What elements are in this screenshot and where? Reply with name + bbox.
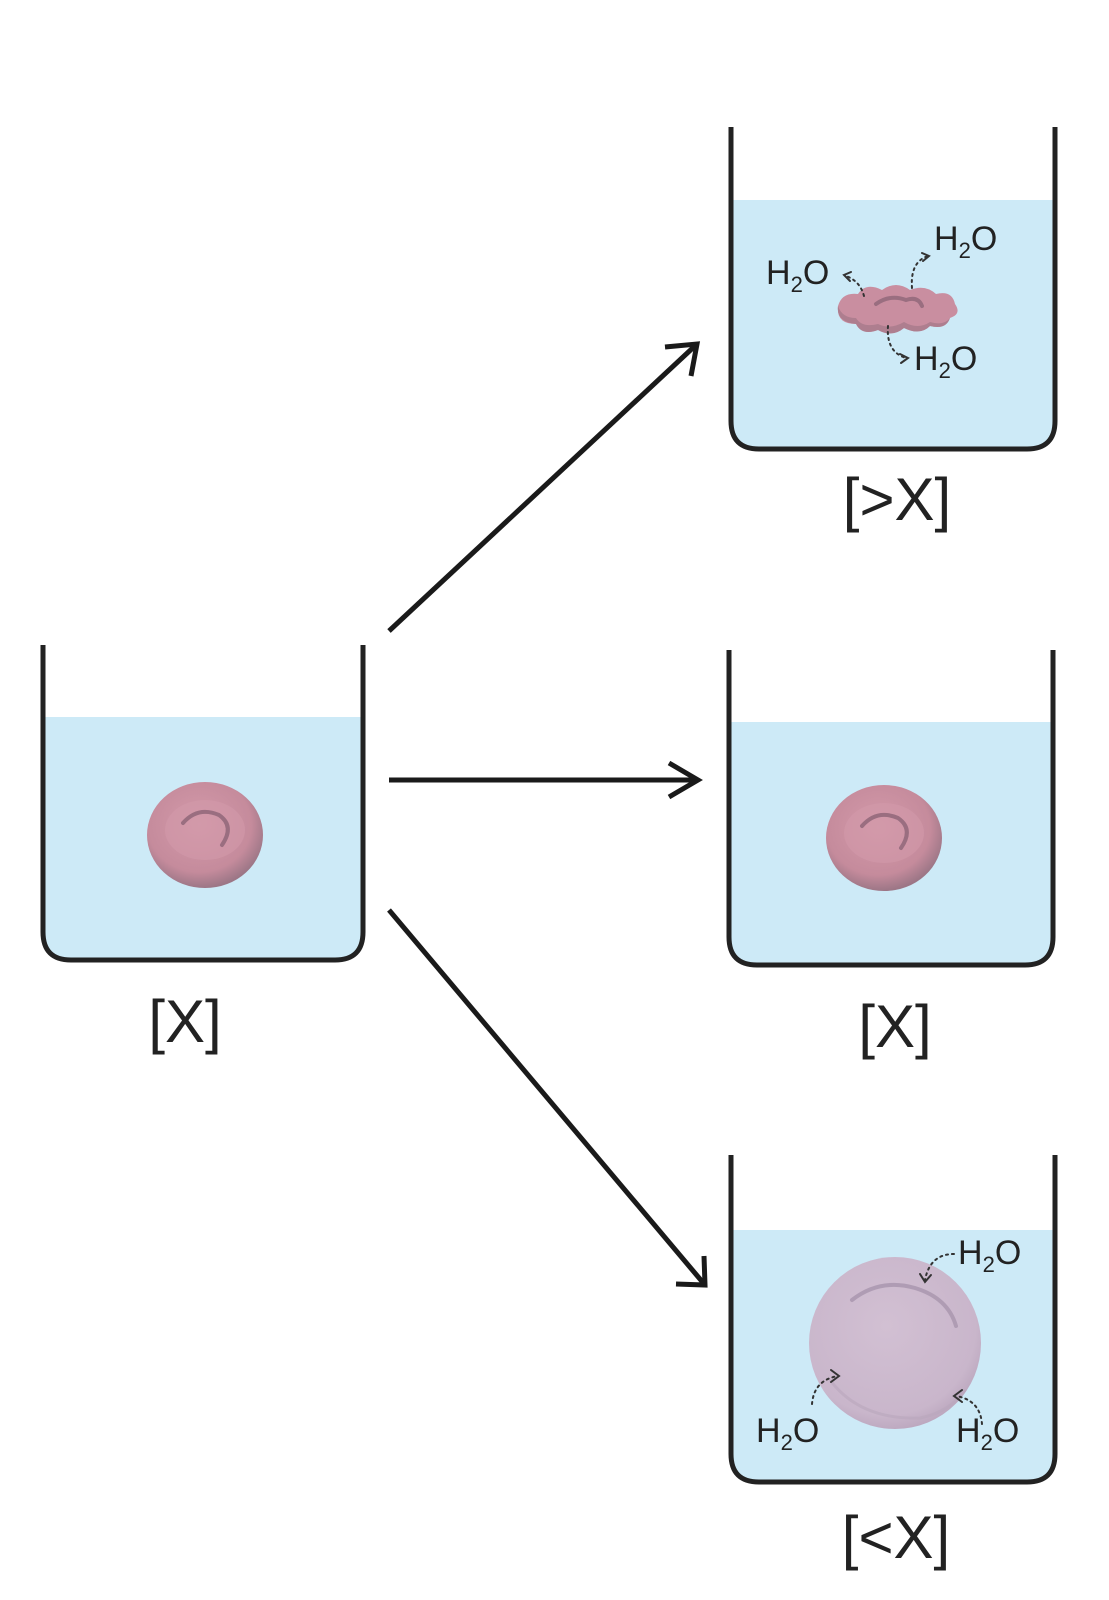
water-label-tail: O [971, 220, 997, 258]
beaker-isotonic: [X] [726, 650, 1056, 1060]
svg-text:H2O: H2O [766, 254, 829, 297]
water-label-sub: 2 [939, 358, 951, 383]
water-label-main: H [766, 254, 791, 292]
red-blood-cell-isotonic [826, 785, 942, 891]
arrow-to-hypotonic [387, 908, 708, 1288]
water-label-main: H [756, 1412, 781, 1450]
beaker-start: [X] [40, 645, 366, 1055]
beaker-outline-hypotonic [728, 1155, 1058, 1485]
beaker-outline-isotonic [726, 650, 1056, 968]
beaker-label-start: [X] [148, 988, 221, 1055]
water-label-sub: 2 [781, 1430, 793, 1455]
svg-text:H2O: H2O [914, 340, 977, 383]
water-label-main: H [958, 1234, 983, 1272]
water-label-tail: O [995, 1234, 1021, 1272]
beaker-hypertonic: H2O H2O H2O [>X] [728, 127, 1058, 533]
red-blood-cell-normal [147, 782, 263, 888]
water-out-bottom: H2O [886, 325, 977, 383]
water-in-right: H2O [952, 1389, 1019, 1455]
water-label-sub: 2 [983, 1252, 995, 1277]
water-out-top: H2O [910, 220, 997, 289]
water-label-main: H [914, 340, 939, 378]
water-label-main: H [956, 1412, 981, 1450]
arrow-to-hypertonic [387, 341, 701, 633]
beaker-label-hypotonic: [<X] [842, 1504, 950, 1571]
water-in-left: H2O [756, 1369, 841, 1455]
beaker-label-isotonic: [X] [858, 993, 931, 1060]
water-label-tail: O [951, 340, 977, 378]
water-label-sub: 2 [791, 272, 803, 297]
arrow-to-isotonic [389, 760, 703, 800]
water-label-sub: 2 [959, 238, 971, 263]
beaker-outline-start [40, 645, 366, 963]
svg-text:H2O: H2O [958, 1234, 1021, 1277]
beaker-label-hypertonic: [>X] [843, 466, 951, 533]
svg-text:H2O: H2O [934, 220, 997, 263]
water-in-top: H2O [919, 1234, 1021, 1284]
water-label-tail: O [993, 1412, 1019, 1450]
beaker-outline-hypertonic [728, 127, 1058, 452]
svg-text:H2O: H2O [756, 1412, 819, 1455]
water-label-main: H [934, 220, 959, 258]
red-blood-cell-swollen [809, 1257, 981, 1429]
svg-text:H2O: H2O [956, 1412, 1019, 1455]
water-label-tail: O [803, 254, 829, 292]
water-label-tail: O [793, 1412, 819, 1450]
water-out-left: H2O [766, 254, 865, 297]
beaker-hypotonic: H2O H2O H2O [<X] [728, 1155, 1058, 1571]
water-label-sub: 2 [981, 1430, 993, 1455]
red-blood-cell-shrunken [837, 285, 958, 334]
